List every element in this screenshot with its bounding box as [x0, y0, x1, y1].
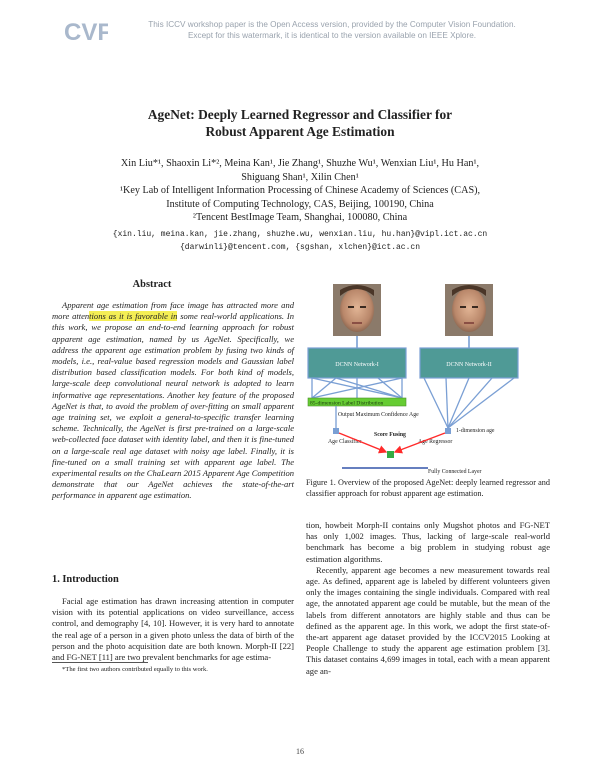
face-photo-left: [333, 284, 381, 336]
page-number: 16: [296, 747, 304, 756]
fusion-node: [387, 451, 394, 458]
author-block: Xin Liu*¹, Shaoxin Li*², Meina Kan¹, Jie…: [40, 157, 560, 225]
footnote: *The first two authors contributed equal…: [62, 666, 208, 673]
email-line-2: {darwinli}@tencent.com, {sgshan, xlchen}…: [179, 242, 421, 252]
cvf-logo: CVF: [64, 19, 108, 44]
abstract-heading: Abstract: [132, 279, 172, 290]
title-line-2: Robust Apparent Age Estimation: [205, 124, 395, 139]
dcnn-network-2-box: [419, 347, 519, 379]
face-photo-right: [445, 284, 493, 336]
affiliation-line-3: ²Tencent BestImage Team, Shanghai, 10008…: [192, 212, 408, 223]
affiliation-line-1: ¹Key Lab of Intelligent Information Proc…: [119, 185, 481, 196]
one-dim-age-label: 1-dimension age: [456, 428, 495, 434]
email-line-1: {xin.liu, meina.kan, jie.zhang, shuzhe.w…: [112, 230, 488, 239]
age-classifier-label: Age Classifier: [328, 438, 361, 445]
paper-title: AgeNet: Deeply Learned Regressor and Cla…: [40, 106, 560, 140]
score-fusing-label: Score Fusing: [374, 432, 406, 438]
title-line-1: AgeNet: Deeply Learned Regressor and Cla…: [147, 107, 453, 122]
authors-line-2: Shiguang Shan¹, Xilin Chen¹: [241, 171, 359, 183]
abstract-highlight: tions as it is favorable in: [89, 311, 178, 322]
right-column-text: tion, howbeit Morph-II contains only Mug…: [306, 520, 550, 677]
output-age-label: Output Maximum Confidence Age: [338, 411, 419, 418]
right-column-paragraph-1: tion, howbeit Morph-II contains only Mug…: [306, 520, 550, 564]
authors-line-1: Xin Liu*¹, Shaoxin Li*², Meina Kan¹, Jie…: [120, 158, 480, 169]
fc-lines-right: [423, 377, 515, 429]
legend-label: Fully Connected Layer: [428, 469, 482, 475]
dcnn-network-2-label: DCNN Network-II: [446, 362, 492, 368]
affiliation-line-2: Institute of Computing Technology, CAS, …: [166, 198, 434, 210]
figure-caption: Figure 1. Overview of the proposed AgeNe…: [306, 478, 550, 498]
watermark-line-1: This ICCV workshop paper is the Open Acc…: [148, 20, 516, 29]
label-distribution-bar: [307, 397, 407, 407]
right-column-paragraph-2: Recently, apparent age becomes a new mea…: [306, 564, 550, 676]
abstract-text-part-1: Apparent age estimation from face image …: [52, 300, 294, 322]
regressor-node: [445, 428, 451, 434]
figure-1-diagram: DCNN Network-I DCNN Network-II 85-dimens…: [307, 284, 519, 475]
abstract-text-part-2: some real-world applications. In this wo…: [52, 311, 294, 501]
dcnn-network-1-label: DCNN Network-I: [335, 362, 379, 368]
intro-text: Facial age estimation has drawn increasi…: [52, 596, 294, 663]
abstract-text: Apparent age estimation from face image …: [52, 300, 294, 502]
regressor-to-fusion-arrow: [393, 432, 446, 454]
email-block: {xin.liu, meina.kan, jie.zhang, shuzhe.w…: [40, 229, 560, 254]
age-regressor-label: Age Regressor: [418, 439, 452, 445]
footnote-rule: [52, 662, 148, 663]
watermark-text: This ICCV workshop paper is the Open Acc…: [112, 19, 552, 41]
svg-text:CVF: CVF: [64, 19, 108, 44]
watermark-line-2: Except for this watermark, it is identic…: [187, 31, 477, 40]
fc-lines-left: [311, 377, 403, 399]
intro-heading: 1. Introduction: [52, 574, 119, 585]
classifier-node: [333, 428, 339, 434]
classifier-to-fusion-arrow: [338, 432, 388, 454]
label-distribution-label: 85-dimension Label Distribution: [310, 401, 384, 407]
